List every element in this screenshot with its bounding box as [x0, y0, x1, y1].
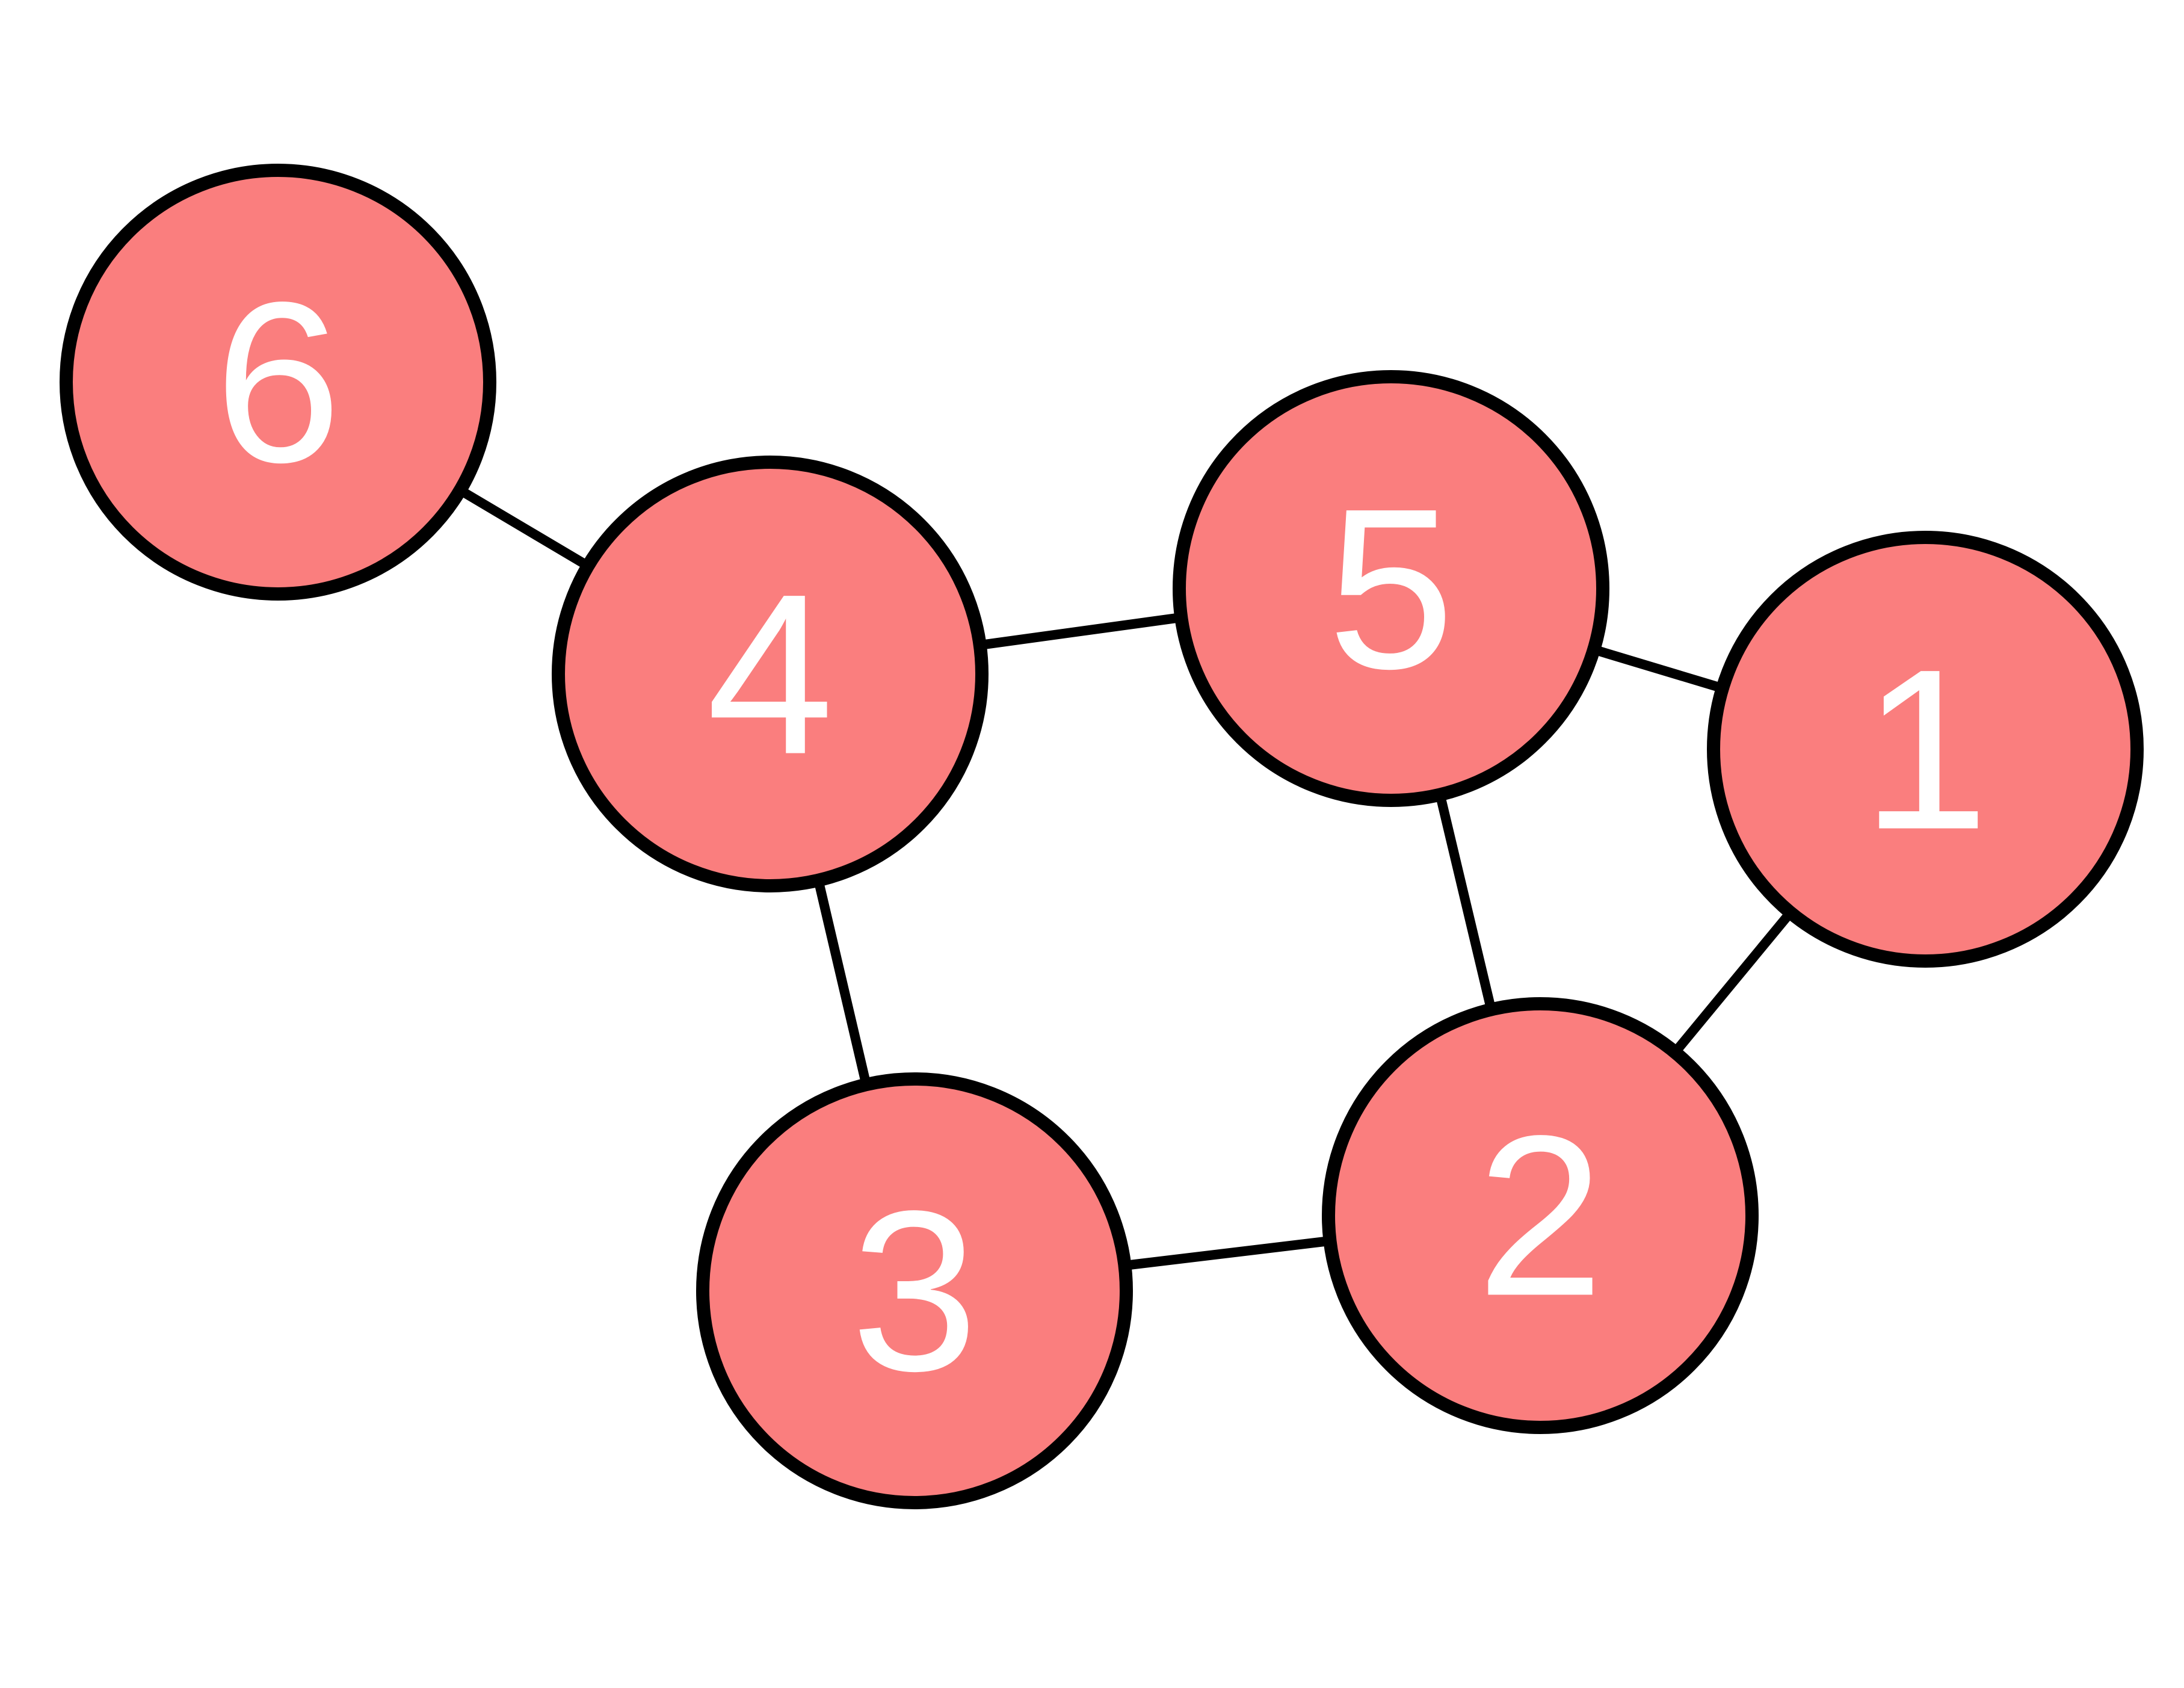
node-circle	[1322, 997, 1759, 1434]
node-label: 3	[851, 1163, 978, 1419]
node-circle	[1173, 370, 1609, 807]
graph-nodes: 1 2 3 4 5 6	[60, 164, 2144, 1509]
node-label: 5	[1327, 461, 1454, 717]
node-label: 1	[1862, 622, 1988, 877]
node-label: 6	[214, 255, 341, 510]
node-circle	[1707, 531, 2144, 968]
graph-node-6: 6	[60, 164, 496, 601]
graph-node-4: 4	[552, 456, 989, 892]
graph-node-1: 1	[1707, 531, 2144, 968]
node-circle	[696, 1072, 1133, 1509]
graph-node-5: 5	[1173, 370, 1609, 807]
graph-node-2: 2	[1322, 997, 1759, 1434]
node-circle	[552, 456, 989, 892]
node-circle	[60, 164, 496, 601]
node-label: 4	[706, 546, 833, 802]
graph-node-3: 3	[696, 1072, 1133, 1509]
node-label: 2	[1476, 1088, 1603, 1344]
